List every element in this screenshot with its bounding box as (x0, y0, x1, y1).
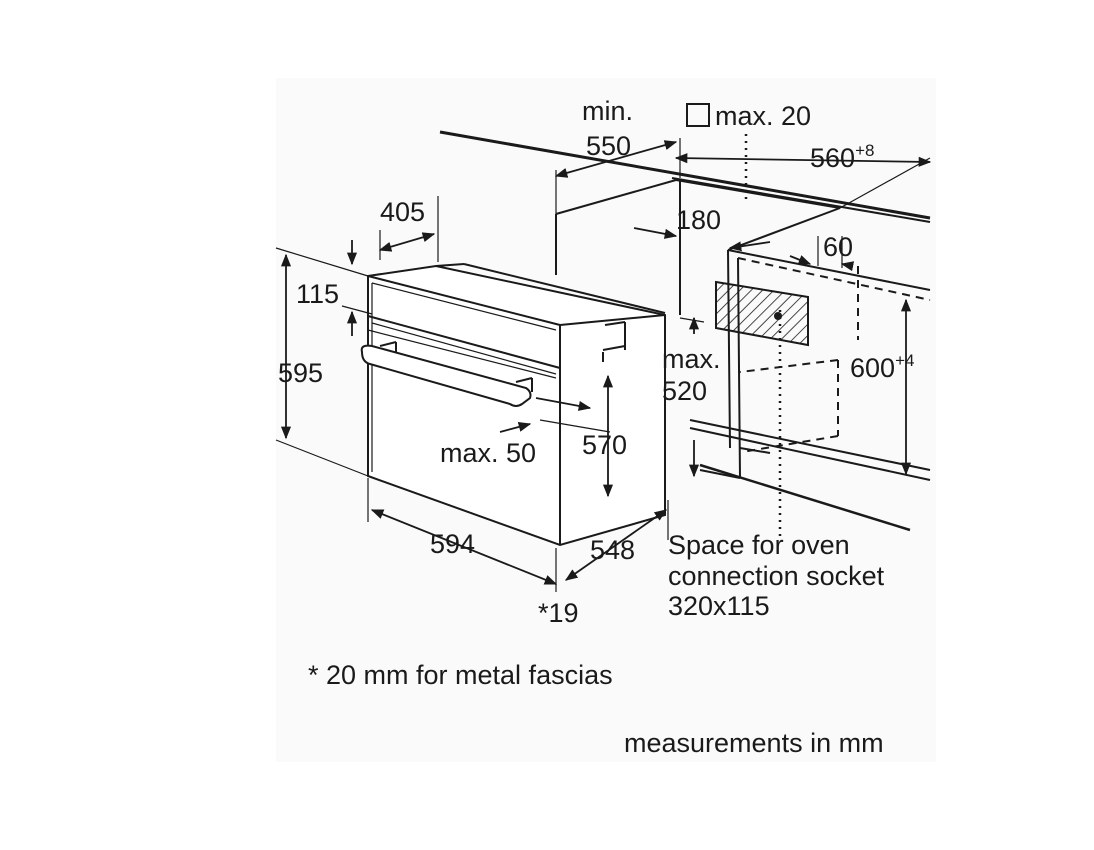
socket-note-line-2: connection socket (668, 560, 885, 591)
dim-max-50: max. 50 (440, 438, 537, 468)
dim-570: 570 (582, 430, 628, 460)
units-note: measurements in mm (624, 728, 884, 758)
footnote: * 20 mm for metal fascias (308, 660, 613, 690)
dim-550: 550 (586, 131, 632, 161)
socket-note: Space for oven connection socket 320x115 (668, 530, 884, 622)
min-label: min. (582, 96, 634, 126)
dim-180: 180 (676, 205, 722, 235)
dim-115: 115 (296, 279, 340, 309)
dim-max-20: max. 20 (686, 103, 811, 130)
dim-560: 560+8 (810, 141, 875, 173)
socket-note-line-3: 320x115 (668, 591, 770, 621)
connection-socket-area (715, 280, 809, 347)
square-profile-icon (686, 103, 710, 127)
dim-600: 600+4 (850, 351, 915, 383)
oven-handle (360, 341, 533, 407)
dim-594: 594 (430, 529, 476, 559)
dim-405: 405 (380, 197, 426, 227)
dim-595: 595 (278, 358, 324, 388)
max-520-label: max. (662, 344, 721, 374)
dimension-lines (275, 134, 932, 592)
dim-520: 520 (662, 376, 708, 406)
socket-note-line-1: Space for oven (668, 530, 850, 560)
dim-548: 548 (590, 535, 636, 565)
dim-19: *19 (538, 598, 579, 628)
dim-60: 60 (823, 232, 854, 262)
